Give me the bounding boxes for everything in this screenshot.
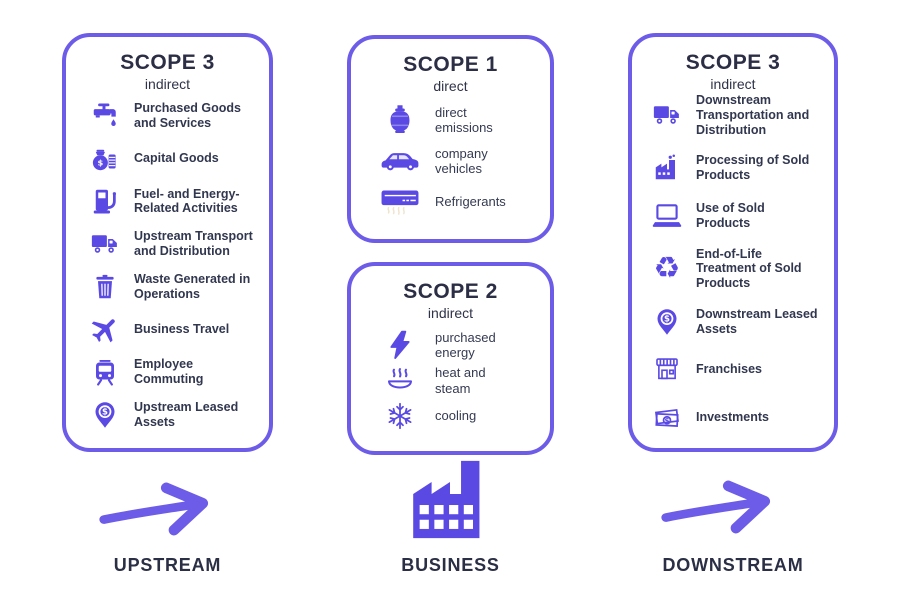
scope-item-label: direct emissions — [435, 104, 493, 135]
business-label: BUSINESS — [401, 555, 500, 575]
svg-text:$: $ — [664, 416, 669, 425]
panel-subtitle: indirect — [710, 76, 756, 93]
lightning-icon — [377, 328, 423, 362]
banknotes-icon: $ — [650, 400, 684, 434]
scope-item-label: Downstream Transportation and Distributi… — [696, 93, 810, 137]
panel-header: SCOPE 1 direct — [351, 39, 550, 94]
air-conditioner-icon — [377, 185, 423, 219]
pin-dollar-icon: $ — [650, 305, 684, 339]
svg-text:$: $ — [98, 157, 104, 167]
panel-subtitle: direct — [433, 78, 468, 95]
car-icon — [377, 144, 423, 178]
scope-item-label: End-of-Life Treatment of Sold Products — [696, 246, 802, 291]
panel-header: SCOPE 3 indirect — [632, 37, 834, 92]
scope-item-label: Processing of Sold Products — [696, 153, 810, 182]
scope-item: company vehicles — [377, 144, 542, 178]
scope-item: $ Investments — [650, 400, 826, 434]
scope-item-label: Use of Sold Products — [696, 201, 765, 230]
snowflake-icon — [377, 399, 423, 433]
panel-title: SCOPE 3 — [120, 51, 215, 74]
airplane-icon — [88, 313, 122, 347]
panel-scope3-downstream: SCOPE 3 indirect Downstream Transportati… — [628, 33, 838, 452]
scope-item: $ Downstream Leased Assets — [650, 305, 826, 339]
panel-header: SCOPE 2 indirect — [351, 266, 550, 321]
scope-item: direct emissions — [377, 103, 542, 137]
panel-scope2: SCOPE 2 indirect purchased energy — [347, 262, 554, 455]
panel-title: SCOPE 3 — [685, 51, 781, 74]
steam-icon — [377, 364, 423, 398]
scope-item: Waste Generated in Operations — [88, 270, 261, 304]
panel-scope3-upstream: SCOPE 3 indirect Purchased Goods and Ser… — [62, 33, 273, 452]
scope-item: $ Upstream Leased Assets — [88, 398, 261, 432]
downstream-label: DOWNSTREAM — [662, 555, 804, 575]
scope-item: purchased energy — [377, 328, 542, 362]
scope-item-list: direct emissions company vehicles — [377, 103, 542, 219]
svg-text:$: $ — [664, 314, 670, 324]
pin-dollar-icon: $ — [88, 398, 122, 432]
scope-item: Refrigerants — [377, 185, 542, 219]
scope-item: heat and steam — [377, 364, 542, 398]
panel-subtitle: indirect — [144, 76, 191, 93]
faucet-icon — [88, 99, 122, 133]
scope-item: Employee Commuting — [88, 355, 261, 389]
scope-item-label: Capital Goods — [134, 151, 219, 166]
upstream-label: UPSTREAM — [113, 555, 222, 575]
scope-item: Purchased Goods and Services — [88, 99, 261, 133]
scope-item-label: heat and steam — [435, 365, 486, 396]
scope-item-label: Purchased Goods and Services — [134, 101, 241, 130]
panel-subtitle: indirect — [427, 305, 474, 322]
scope-item-label: purchased energy — [435, 329, 496, 360]
scope-item: Use of Sold Products — [650, 199, 826, 233]
scope-item-label: Upstream Leased Assets — [134, 400, 239, 429]
scope-item: Downstream Transportation and Distributi… — [650, 93, 826, 137]
scope-item-list: Purchased Goods and Services $ — [88, 99, 261, 432]
trash-icon — [88, 270, 122, 304]
scope-item-label: company vehicles — [435, 145, 488, 176]
panel-title: SCOPE 1 — [403, 53, 498, 76]
svg-text:$: $ — [102, 408, 108, 418]
storefront-icon — [650, 352, 684, 386]
scope-item-label: Franchises — [696, 361, 763, 376]
scope-item-label: Business Travel — [134, 322, 230, 337]
scope-item-label: Investments — [696, 409, 769, 424]
downstream-arrow-icon — [659, 479, 784, 540]
panel-header: SCOPE 3 indirect — [66, 37, 269, 92]
recycle-icon: ♻ — [653, 250, 681, 286]
truck-icon — [650, 98, 684, 132]
tram-icon — [88, 355, 122, 389]
scope-item-list: Downstream Transportation and Distributi… — [650, 93, 826, 434]
scope-item-label: Waste Generated in Operations — [134, 272, 251, 301]
factory-icon-large — [404, 452, 496, 552]
scope-item-label: Refrigerants — [435, 194, 506, 210]
scope-item-label: cooling — [435, 408, 477, 424]
scope-item: $ Capital Goods — [88, 142, 261, 176]
panel-title: SCOPE 2 — [403, 280, 498, 303]
scope-item: Processing of Sold Products — [650, 151, 826, 185]
laptop-icon — [650, 199, 684, 233]
gas-tank-icon — [377, 103, 423, 137]
fuel-pump-icon — [88, 184, 122, 218]
factory-icon — [650, 151, 684, 185]
scope-item: cooling — [377, 399, 542, 433]
scope-item: Franchises — [650, 352, 826, 386]
truck-icon — [88, 227, 122, 261]
scope-item-label: Downstream Leased Assets — [696, 306, 818, 336]
scope-item-list: purchased energy heat and steam — [377, 328, 542, 433]
scope-item-label: Employee Commuting — [134, 357, 204, 387]
scope-item-label: Upstream Transport and Distribution — [134, 229, 253, 259]
scope-item-label: Fuel- and Energy-Related Activities — [134, 186, 240, 216]
scope-item: Fuel- and Energy-Related Activities — [88, 184, 261, 218]
money-bag-icon: $ — [88, 142, 122, 176]
upstream-arrow-icon — [97, 481, 222, 542]
scope-item: Upstream Transport and Distribution — [88, 227, 261, 261]
panel-scope1: SCOPE 1 direct direct emissions — [347, 35, 554, 243]
scope-item: ♻ End-of-Life Treatment of Sold Products — [650, 247, 826, 291]
scope-item: Business Travel — [88, 313, 261, 347]
